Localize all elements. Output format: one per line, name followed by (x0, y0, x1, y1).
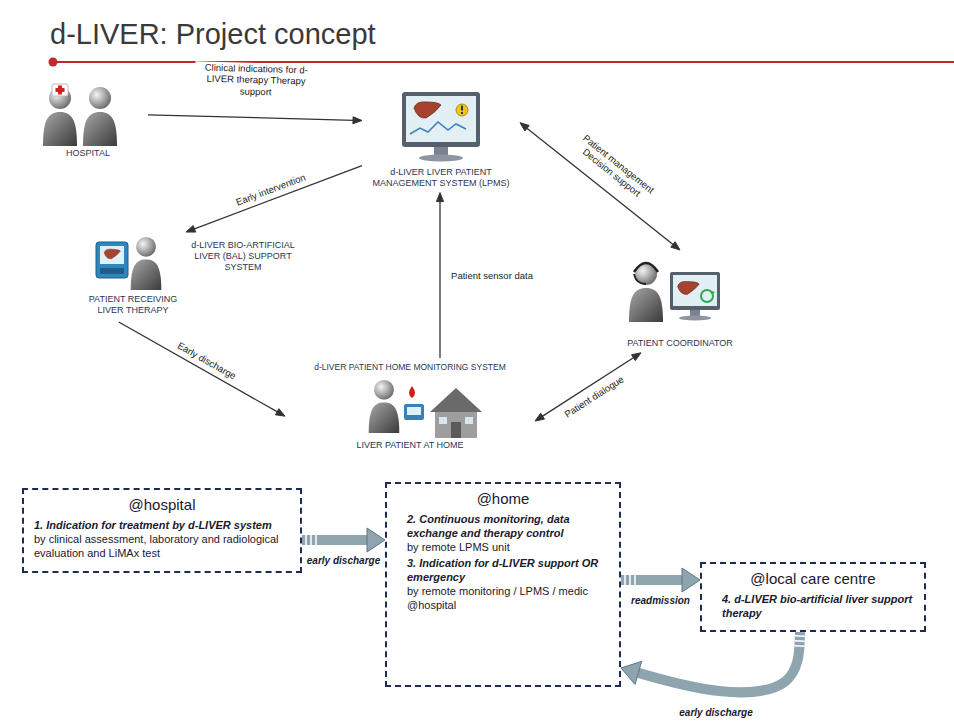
actor-node: PATIENT COORDINATOR (615, 250, 745, 353)
node-label: @home (397, 490, 609, 507)
node-text: LIVER PATIENT AT HOME (287, 440, 533, 451)
node-label: d-LIVER BIO-ARTIFICIAL LIVER (BAL) SUPPO… (179, 240, 307, 272)
node-label: HOSPITAL (30, 148, 146, 159)
flow-arrow (621, 568, 700, 592)
node-label: @hospital (34, 496, 290, 513)
edge-label: Early intervention (232, 171, 308, 209)
title-dot (49, 58, 58, 67)
node-label: d-LIVER PATIENT HOME MONITORING SYSTEM (287, 362, 533, 372)
arrowhead (367, 528, 385, 552)
connector (148, 115, 362, 124)
arrow-stripe (795, 635, 805, 637)
arrowhead (520, 123, 529, 131)
actor-node: d-LIVER BIO-ARTIFICIAL LIVER (BAL) SUPPO… (85, 232, 310, 322)
stage-box: @hospital 1. Indication for treatment by … (22, 488, 302, 573)
flow-arrow (302, 528, 385, 552)
connector-line (119, 322, 279, 412)
connector-line (439, 200, 440, 358)
edge-label: early discharge (305, 555, 382, 566)
arrow-stripe (624, 575, 626, 585)
diagram-title: d-LIVER: Project concept (50, 18, 376, 51)
arrowhead (671, 242, 680, 250)
connector-line (621, 575, 685, 585)
node-text: 2. Continuous monitoring, data exchange … (397, 513, 609, 541)
arrowhead (621, 661, 642, 684)
title-rule (52, 61, 954, 63)
node-text: 4. d-LIVER bio-artificial liver support … (712, 593, 914, 621)
arrow-stripe (305, 535, 307, 545)
edge-label: Early discharge (174, 339, 240, 383)
connector-line (302, 535, 370, 545)
bal-device-icon (96, 237, 161, 290)
arrow-stripe (315, 535, 317, 545)
arrow-stripe (310, 535, 312, 545)
coordinator-icon (629, 263, 720, 322)
connector-line (193, 166, 362, 230)
arrowhead (275, 409, 285, 416)
stage-box: @home 2. Continuous monitoring, data exch… (385, 482, 621, 687)
edge-label: Clinical indications for d-LIVER therapy… (195, 62, 318, 99)
arrow-stripe (634, 575, 636, 585)
connector (535, 353, 641, 421)
connector-line (148, 115, 354, 121)
node-text: 1. Indication for treatment by d-LIVER s… (34, 519, 290, 533)
node-label: PATIENT COORDINATOR (617, 338, 743, 349)
arrowhead (535, 413, 544, 421)
connector (186, 166, 362, 232)
edge-label: Patient dialogue (561, 372, 628, 421)
node-text: by remote LPMS unit (397, 541, 609, 555)
system-node: d-LIVER LIVER PATIENT MANAGEMENT SYSTEM … (362, 85, 520, 193)
arrowhead (437, 193, 444, 202)
arrowhead (632, 353, 641, 361)
node-label: d-LIVER LIVER PATIENT MANAGEMENT SYSTEM … (364, 167, 518, 189)
arrow-stripe (795, 645, 805, 647)
computer-icon (402, 92, 480, 162)
edge-label: Patient management Decision support (562, 123, 667, 213)
connector-line (526, 127, 674, 245)
edge-label: readmission (629, 595, 692, 606)
node-text: by clinical assessment, laboratory and r… (34, 533, 290, 561)
node-text: 3. Indication for d-LIVER support OR eme… (397, 557, 609, 585)
arrowhead (186, 226, 196, 233)
node-label: @local care centre (712, 570, 914, 587)
connector (437, 193, 444, 358)
actor-node: HOSPITAL (28, 80, 148, 163)
arrow-stripe (795, 640, 805, 642)
arrowhead (682, 568, 700, 592)
connector-line (636, 632, 800, 692)
connector-line (541, 357, 634, 417)
flow-arrow (621, 632, 805, 692)
home-icon (369, 380, 482, 438)
stage-box: @local care centre 4. d-LIVER bio-artific… (700, 562, 926, 632)
hospital-icon (43, 84, 117, 146)
node-text: by remote monitoring / LPMS / medic @hos… (397, 585, 609, 613)
edge-label: Patient sensor data (449, 270, 535, 281)
arrow-stripe (629, 575, 631, 585)
arrowhead (353, 117, 362, 124)
connector (119, 322, 285, 416)
edge-label: early discharge (677, 707, 754, 718)
node-text: PATIENT RECEIVING LIVER THERAPY (87, 294, 179, 316)
actor-node: d-LIVER PATIENT HOME MONITORING SYSTEM LI… (285, 358, 535, 455)
connector (520, 123, 680, 250)
